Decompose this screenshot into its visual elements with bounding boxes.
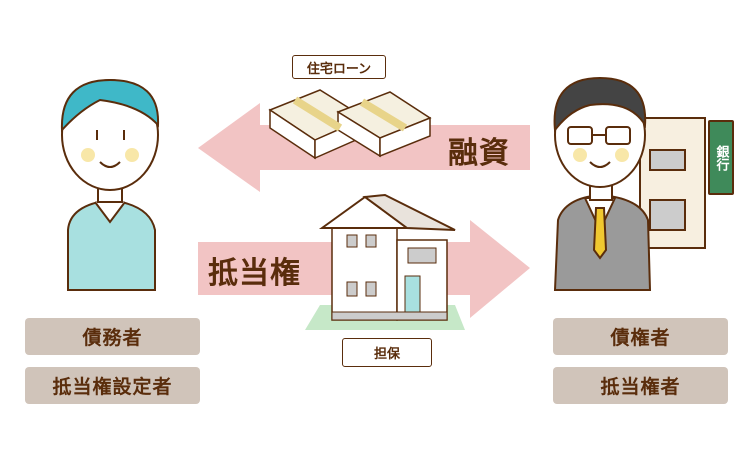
money-icon <box>268 89 432 160</box>
mortgagee-role: 抵当権者 <box>553 367 728 404</box>
housing-loan-tag: 住宅ローン <box>292 55 386 79</box>
bank-building-icon <box>639 117 706 249</box>
loan-label: 融資 <box>448 136 510 171</box>
creditor-person-icon <box>553 76 652 291</box>
collateral-tag: 担保 <box>342 338 432 367</box>
debtor-role: 債務者 <box>25 318 200 355</box>
mortgagor-role: 抵当権設定者 <box>25 367 200 404</box>
mortgage-label: 抵当権 <box>208 256 301 291</box>
bank-sign: 銀行 <box>708 120 734 195</box>
debtor-person-icon <box>60 78 160 291</box>
creditor-role: 債権者 <box>553 318 728 355</box>
house-icon <box>305 193 465 330</box>
